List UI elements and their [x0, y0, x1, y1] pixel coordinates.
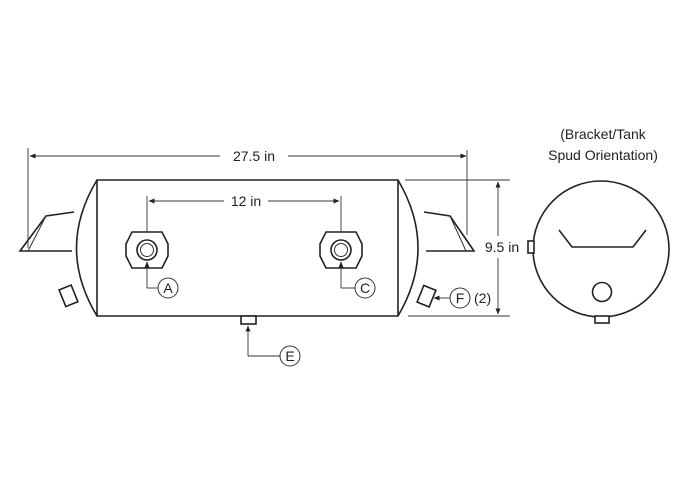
end-view-tank-circle: [532, 180, 670, 318]
left-end-fitting: [58, 283, 79, 308]
end-view: (Bracket/Tank Spud Orientation): [527, 126, 670, 324]
length-dimension: 27.5 in: [27, 148, 468, 248]
end-view-drain-fitting: [591, 281, 613, 303]
diameter-dimension: 9.5 in: [405, 179, 519, 317]
end-view-bottom-spud: [594, 315, 610, 324]
end-view-title-line1: (Bracket/Tank: [560, 126, 647, 142]
length-label: 27.5 in: [233, 148, 275, 164]
callout-f-qty: (2): [474, 290, 491, 306]
callout-f-label: F: [456, 290, 465, 306]
callout-a: A: [144, 261, 179, 299]
callout-e: E: [245, 325, 301, 367]
right-bracket: [423, 211, 476, 252]
callout-c-label: C: [360, 280, 370, 296]
spud-a: [125, 231, 169, 269]
right-end-fitting-f: [416, 284, 437, 309]
diameter-label: 9.5 in: [485, 239, 519, 255]
callout-c: C: [338, 261, 376, 299]
end-view-title-line2: Spud Orientation): [548, 147, 658, 163]
left-bracket: [18, 211, 75, 252]
bottom-spud-e: [240, 315, 257, 325]
tank-body: [75, 179, 419, 317]
spud-spacing-label: 12 in: [231, 193, 261, 209]
spud-c: [319, 231, 363, 269]
callout-a-label: A: [163, 280, 173, 296]
callout-e-label: E: [285, 348, 294, 364]
end-view-bracket: [558, 229, 647, 248]
callout-f: F (2): [433, 287, 491, 309]
spud-spacing-dimension: 12 in: [146, 193, 342, 232]
end-view-side-spud: [527, 240, 535, 254]
